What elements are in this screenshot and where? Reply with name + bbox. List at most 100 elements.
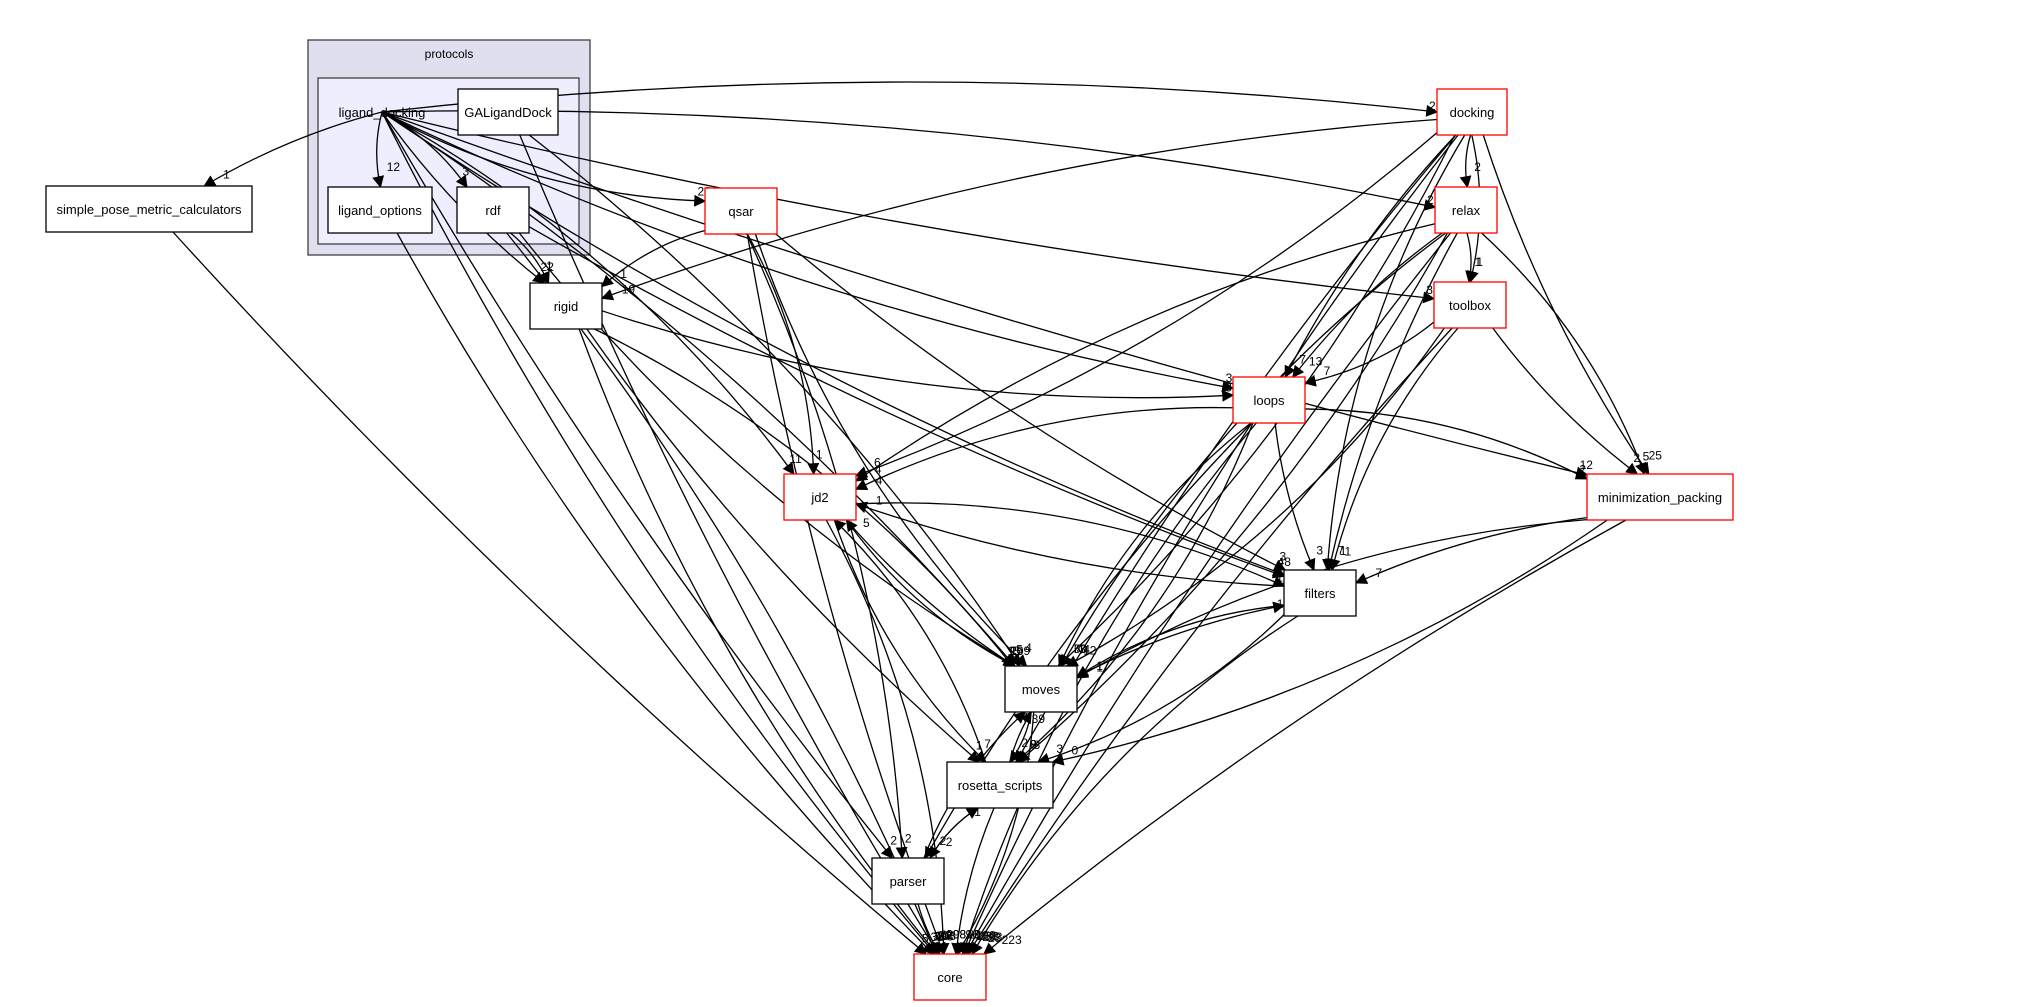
node-filters[interactable]: filters <box>1283 569 1357 617</box>
node-relax[interactable]: relax <box>1434 186 1498 234</box>
edge-label[interactable]: 2 <box>1579 463 1586 477</box>
node-box[interactable] <box>1436 88 1508 136</box>
edge-simple_pose_metric_calculators-to-core[interactable] <box>172 231 927 955</box>
edge-label[interactable]: 12 <box>1580 458 1594 472</box>
edge-label[interactable]: 398 <box>933 929 953 943</box>
edge-label[interactable]: 120 <box>975 929 995 943</box>
edge-label[interactable]: 0 <box>1072 743 1079 757</box>
edge-label[interactable]: 7 <box>1299 353 1306 367</box>
node-simple-pose-metric-calculators[interactable]: simple_pose_metric_calculators <box>45 185 253 233</box>
node-box[interactable] <box>456 186 530 234</box>
edge-moves-to-core[interactable] <box>956 711 1035 956</box>
node-rosetta-scripts[interactable]: rosetta_scripts <box>946 761 1054 809</box>
edge-ligand_options-to-core[interactable] <box>396 232 934 955</box>
edge-ligand_docking-to-core[interactable] <box>381 111 936 955</box>
edge-label[interactable]: 2 <box>890 833 897 847</box>
edge-label[interactable]: 11 <box>789 452 802 466</box>
edge-label[interactable]: 3 <box>1226 371 1233 385</box>
node-box[interactable] <box>1433 281 1507 329</box>
node-box[interactable] <box>1434 186 1498 234</box>
edge-label[interactable]: 1 <box>1340 544 1347 558</box>
edge-label[interactable]: 2 <box>1427 193 1434 207</box>
edge-docking-to-relax[interactable] <box>1459 134 1472 189</box>
edge-label[interactable]: 1 <box>223 168 230 182</box>
edge-label[interactable]: 8 <box>1030 738 1037 752</box>
edge-docking-to-jd2[interactable] <box>854 132 1438 478</box>
edge-label[interactable]: 3 <box>1033 738 1040 752</box>
edge-label[interactable]: 483 <box>979 929 999 943</box>
edge-loops-to-filters[interactable] <box>1274 422 1316 572</box>
edge-label[interactable]: 3 <box>1225 380 1232 394</box>
edge-relax-to-minimization_packing[interactable] <box>1481 232 1647 476</box>
edge-label[interactable]: 19 <box>622 282 636 296</box>
edge-ligand_docking-to-simple_pose_metric_calculators[interactable] <box>203 111 383 187</box>
node-rigid[interactable]: rigid <box>529 282 603 330</box>
edge-label[interactable]: 96 <box>966 927 980 941</box>
edge-label[interactable]: 25 <box>1649 448 1663 462</box>
edge-rigid-to-rosetta_scripts[interactable] <box>586 328 981 763</box>
edge-label[interactable]: 9 <box>1030 738 1037 752</box>
node-moves[interactable]: moves <box>1004 665 1078 713</box>
edge-label[interactable]: 7 <box>1375 566 1382 580</box>
edge-label[interactable]: 3 <box>462 165 469 179</box>
node-box[interactable] <box>704 187 778 235</box>
edge-qsar-to-rigid[interactable] <box>601 229 706 288</box>
edge-label[interactable]: 4 <box>876 473 883 487</box>
edge-label[interactable]: 44 <box>1077 643 1091 657</box>
edge-label[interactable]: 60 <box>935 929 949 943</box>
edge-relax-to-filters[interactable] <box>1325 232 1458 572</box>
node-box[interactable] <box>45 185 253 233</box>
edge-label[interactable]: 103 <box>936 929 956 943</box>
edge-filters-to-jd2[interactable] <box>854 501 1285 587</box>
edge-label[interactable]: 1 <box>1476 255 1483 269</box>
edge-label[interactable]: 17 <box>1096 659 1110 673</box>
node-box[interactable] <box>1004 665 1078 713</box>
edge-label[interactable]: 3 <box>1056 742 1063 756</box>
edge-docking-to-minimization_packing[interactable] <box>1482 134 1650 475</box>
node-box[interactable] <box>1283 569 1357 617</box>
edge-docking-to-core[interactable] <box>962 134 1459 956</box>
edge-label[interactable]: 12 <box>387 160 401 174</box>
edge-label[interactable]: 5 <box>1643 449 1650 463</box>
edge-parser-to-rosetta_scripts[interactable] <box>929 807 979 859</box>
edge-ligand_docking-to-qsar[interactable] <box>381 111 707 207</box>
edge-minimization_packing-to-filters[interactable] <box>1354 516 1588 584</box>
edge-label[interactable]: 1 <box>1276 570 1283 584</box>
edge-minimization_packing-to-core[interactable] <box>983 519 1627 955</box>
edge-label[interactable]: 15 <box>1008 644 1022 658</box>
edge-label[interactable]: 22 <box>541 260 555 274</box>
edge-GALigandDock-to-moves[interactable] <box>528 134 1021 668</box>
edge-rdf-to-core[interactable] <box>506 232 938 956</box>
node-box[interactable] <box>327 186 433 234</box>
edge-rdf-to-rigid[interactable] <box>510 232 550 285</box>
edge-label[interactable]: 1 <box>1010 644 1017 658</box>
edge-docking-to-filters[interactable] <box>1322 134 1466 572</box>
edge-rosetta_scripts-to-jd2[interactable] <box>833 519 987 763</box>
edge-label[interactable]: 50 <box>1074 642 1088 656</box>
edge-label[interactable]: 20 <box>967 928 981 942</box>
edge-label[interactable]: 1 <box>876 494 883 508</box>
node-box[interactable] <box>783 473 857 521</box>
edge-label[interactable]: 33 <box>931 930 945 944</box>
edge-label[interactable]: 223 <box>1002 933 1022 947</box>
edge-rosetta_scripts-to-core[interactable] <box>951 807 995 956</box>
edge-label[interactable]: 13 <box>1309 354 1323 368</box>
edge-label[interactable]: 12 <box>1083 644 1097 658</box>
edge-label[interactable]: 5 <box>863 516 870 530</box>
edge-label[interactable]: 2 <box>1429 99 1436 113</box>
edge-GALigandDock-to-core[interactable] <box>519 134 939 956</box>
node-toolbox[interactable]: toolbox <box>1433 281 1507 329</box>
node-rdf[interactable]: rdf <box>456 186 530 234</box>
edge-ligand_docking-to-ligand_options[interactable] <box>372 111 385 189</box>
edge-toolbox-to-filters[interactable] <box>1328 327 1459 572</box>
edge-qsar-to-moves[interactable] <box>754 233 1028 667</box>
edge-label[interactable]: 26 <box>1010 644 1024 658</box>
edge-toolbox-to-core[interactable] <box>967 327 1453 956</box>
edge-label[interactable]: 298 <box>946 927 966 941</box>
node-box[interactable] <box>913 953 987 1001</box>
node-ligand-options[interactable]: ligand_options <box>327 186 433 234</box>
edge-label[interactable]: 2 <box>1277 557 1284 571</box>
edge-label[interactable]: 2 <box>940 834 947 848</box>
edge-ligand_docking-to-minimization_packing[interactable] <box>381 111 1589 479</box>
edge-rigid-to-loops[interactable] <box>601 310 1235 402</box>
